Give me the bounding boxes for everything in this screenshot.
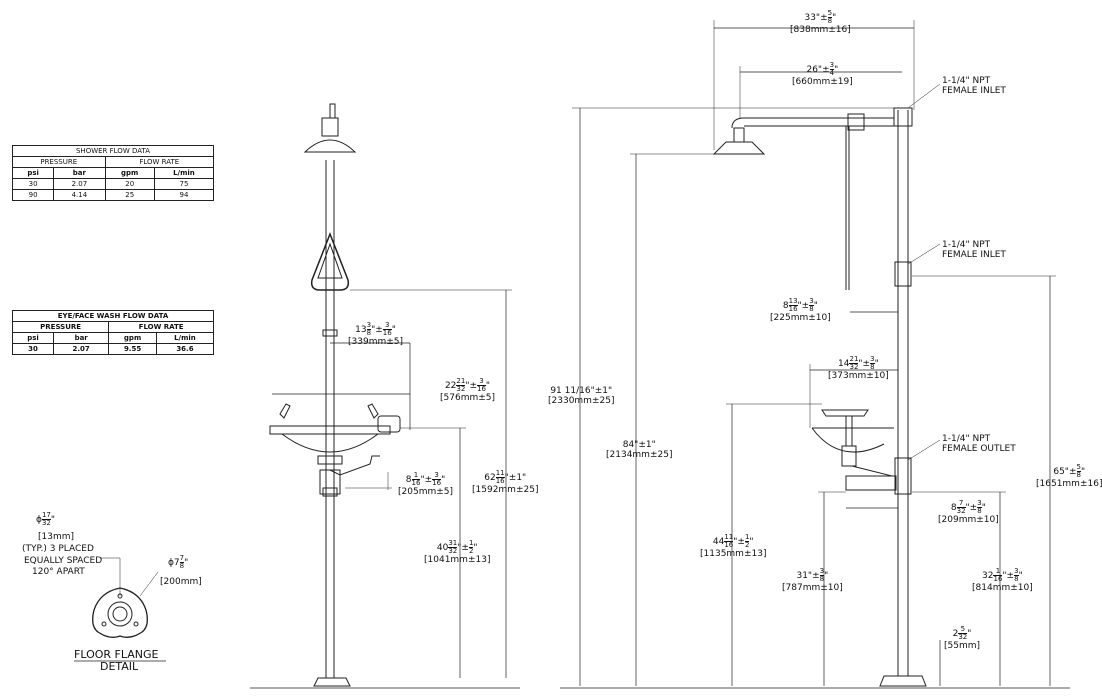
dia-symbol: ϕ <box>36 515 42 525</box>
inch-mark: " <box>50 515 55 525</box>
table-cell: 36.6 <box>155 343 215 355</box>
col-header: bar <box>53 332 110 344</box>
col-header: L/min <box>155 332 215 344</box>
table-cell: 90 <box>11 189 55 201</box>
eyewash-pressure-header: PRESSURE <box>11 321 110 333</box>
side-view-shower <box>560 20 1070 689</box>
flange-note-3: 120° APART <box>32 567 85 577</box>
eyewash-flow-header: FLOW RATE <box>108 321 214 333</box>
table-cell: 25 <box>104 189 155 201</box>
floor-flange-drawing <box>74 557 166 662</box>
flange-note-1: (TYP.) 3 PLACED <box>22 544 94 554</box>
col-header: L/min <box>153 167 215 179</box>
shower-table-title: SHOWER FLOW DATA <box>12 145 214 157</box>
table-cell: 30 <box>11 178 55 190</box>
shower-flow-header: FLOW RATE <box>104 156 214 168</box>
col-header: gpm <box>108 332 157 344</box>
col-header: psi <box>11 332 55 344</box>
table-cell: 75 <box>153 178 215 190</box>
flange-note-2: EQUALLY SPACED <box>24 556 103 566</box>
flange-title-1: FLOOR FLANGE <box>74 648 159 661</box>
table-cell: 4.14 <box>53 189 106 201</box>
col-header: gpm <box>104 167 155 179</box>
flange-hole-mm: [13mm] <box>38 532 75 542</box>
table-cell: 2.07 <box>53 343 110 355</box>
col-header: psi <box>11 167 55 179</box>
dim-head-height: 84"±1"[2134mm±25] <box>606 440 673 460</box>
table-cell: 9.55 <box>108 343 157 355</box>
table-cell: 94 <box>153 189 215 201</box>
eyewash-table-title: EYE/FACE WASH FLOW DATA <box>12 310 214 322</box>
table-cell: 2.07 <box>53 178 106 190</box>
front-view-shower <box>250 103 520 689</box>
col-header: bar <box>53 167 106 179</box>
table-cell: 30 <box>11 343 55 355</box>
flange-dia-mm: [200mm] <box>160 577 202 587</box>
table-cell: 20 <box>104 178 155 190</box>
table-row: 30 2.07 9.55 36.6 <box>11 343 215 355</box>
table-row: 90 4.14 25 94 <box>11 189 215 201</box>
table-row: 30 2.07 20 75 <box>11 178 215 190</box>
dim-total-height: 91 11/16"±1"[2330mm±25] <box>548 386 615 406</box>
shower-pressure-header: PRESSURE <box>12 156 106 168</box>
flange-title-2: DETAIL <box>100 660 139 673</box>
